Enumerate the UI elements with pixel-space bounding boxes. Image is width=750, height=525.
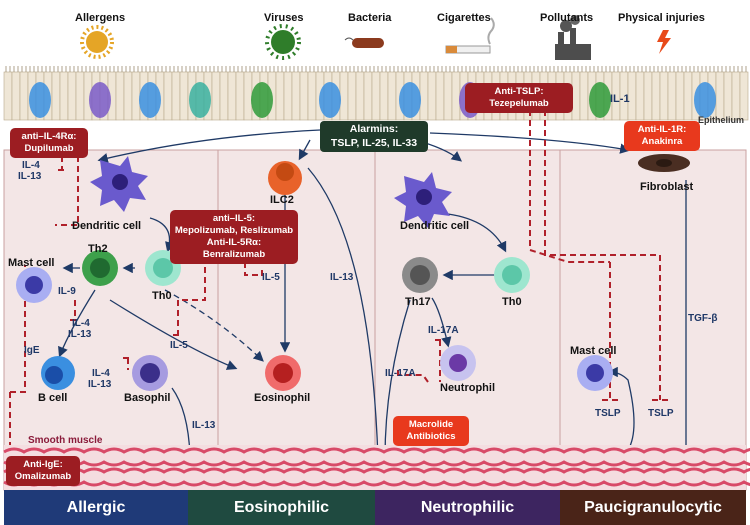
alarmins-box: Alarmins: TSLP, IL-25, IL-33: [320, 121, 428, 152]
drug-il1r-target: Anti-IL-1R:: [637, 124, 687, 135]
drug-macrolide: Macrolide Antibiotics: [393, 416, 469, 446]
th0-cell-2: [494, 257, 530, 293]
factory-icon: [555, 15, 591, 60]
label-eosinophil: Eosinophil: [254, 392, 311, 404]
drug-il4ra-target: anti–IL-4Rα:: [21, 131, 77, 142]
label-mast-cell-1: Mast cell: [8, 257, 55, 269]
fibroblast-cell: [638, 154, 690, 172]
cytokine-tgfb: TGF-β: [688, 313, 718, 324]
label-basophil: Basophil: [124, 392, 171, 404]
label-b-cell: B cell: [38, 392, 68, 404]
cytokine-il1: IL-1: [610, 93, 630, 105]
smooth-muscle-label: Smooth muscle: [28, 435, 103, 446]
drug-tslp-name: Tezepelumab: [489, 98, 549, 109]
cytokine-ige: IgE: [24, 345, 40, 356]
cytokine-il13-d: IL-13: [330, 272, 354, 283]
cigarette-icon: [445, 17, 495, 54]
trigger-allergens: Allergens: [75, 12, 126, 24]
label-neutrophil: Neutrophil: [440, 382, 495, 394]
cytokine-il17a-2: IL-17A: [385, 368, 416, 379]
th17-cell: [402, 257, 438, 293]
label-ilc2: ILC2: [270, 194, 294, 206]
basophil-cell: [132, 355, 168, 391]
mast-cell-2: [577, 355, 613, 391]
mast-cell-1: [16, 267, 52, 303]
cytokine-il5-b: IL-5: [170, 340, 188, 351]
label-th2: Th2: [88, 243, 108, 255]
trigger-cigarettes: Cigarettes: [437, 12, 491, 24]
drug-tslp-target: Anti-TSLP:: [494, 86, 544, 97]
cytokine-il13-e: IL-13: [192, 420, 216, 431]
cytokine-il5-a: IL-5: [262, 272, 280, 283]
cytokine-tslp-2: TSLP: [648, 408, 674, 419]
drug-macrolide-line1: Macrolide: [408, 419, 454, 430]
epithelium-label: Epithelium: [698, 115, 745, 125]
trigger-pollutants: Pollutants: [540, 12, 594, 24]
drug-ige-name: Omalizumab: [14, 471, 72, 482]
epithelium-layer: [3, 66, 749, 121]
smooth-muscle-layer: [3, 445, 750, 490]
label-th0-1: Th0: [152, 290, 172, 302]
alarmins-list: TSLP, IL-25, IL-33: [330, 137, 418, 149]
cytokine-il9: IL-9: [58, 286, 76, 297]
drug-il1r-name: Anakinra: [641, 136, 683, 147]
drug-il5-names: Mepolizumab, Reslizumab: [174, 225, 294, 236]
label-dendritic-cell-2: Dendritic cell: [400, 220, 470, 232]
tab-neutrophilic: Neutrophilic: [375, 490, 560, 525]
lightning-icon: [657, 30, 671, 54]
allergen-icon: [80, 25, 114, 59]
alarmins-title: Alarmins:: [349, 123, 399, 135]
cytokine-il13-b: IL-13: [68, 329, 92, 340]
tab-eosinophilic: Eosinophilic: [188, 490, 375, 525]
th2-cell: [82, 250, 118, 286]
drug-anti-tslp: Anti-TSLP: Tezepelumab: [465, 83, 573, 113]
cytokine-il13-c: IL-13: [88, 379, 112, 390]
trigger-viruses: Viruses: [264, 12, 304, 24]
cytokine-il4-c: IL-4: [92, 368, 110, 379]
drug-il5ra-target: Anti-IL-5Rα:: [206, 237, 262, 248]
drug-il4ra-name: Dupilumab: [24, 143, 74, 154]
b-cell: [41, 356, 75, 390]
cytokine-il4-a: IL-4: [22, 160, 40, 171]
virus-icon: [265, 24, 301, 60]
label-th17: Th17: [405, 296, 431, 308]
drug-macrolide-line2: Antibiotics: [406, 431, 456, 442]
label-mast-cell-2: Mast cell: [570, 345, 617, 357]
tab-allergic: Allergic: [4, 490, 188, 525]
drug-il5-target: anti–IL-5:: [212, 213, 256, 224]
drug-il5ra-name: Benralizumab: [202, 249, 266, 260]
trigger-bacteria: Bacteria: [348, 12, 392, 24]
label-dendritic-cell-1: Dendritic cell: [72, 220, 142, 232]
ilc2-cell: [268, 161, 302, 195]
eosinophil-cell: [265, 355, 301, 391]
drug-anti-ige: Anti-IgE: Omalizumab: [6, 456, 80, 486]
trigger-physical-injuries: Physical injuries: [618, 12, 705, 24]
label-fibroblast: Fibroblast: [640, 181, 694, 193]
drug-anti-il5: anti–IL-5: Mepolizumab, Reslizumab Anti-…: [170, 210, 298, 264]
cytokine-tslp-1: TSLP: [595, 408, 621, 419]
cytokine-il4-b: IL-4: [72, 318, 90, 329]
bacteria-icon: [344, 37, 384, 48]
drug-anti-il1r: Anti-IL-1R: Anakinra: [624, 121, 700, 151]
neutrophil-cell: [440, 345, 476, 381]
label-th0-2: Th0: [502, 296, 522, 308]
dendritic-cell-2: [394, 172, 452, 228]
tab-paucigranulocytic: Paucigranulocytic: [560, 490, 746, 525]
dendritic-cell-1: [90, 156, 148, 212]
drug-anti-il4ra: anti–IL-4Rα: Dupilumab: [10, 128, 88, 158]
cytokine-il13-a: IL-13: [18, 171, 42, 182]
cytokine-il17a-1: IL-17A: [428, 325, 459, 336]
drug-ige-target: Anti-IgE:: [23, 459, 63, 470]
